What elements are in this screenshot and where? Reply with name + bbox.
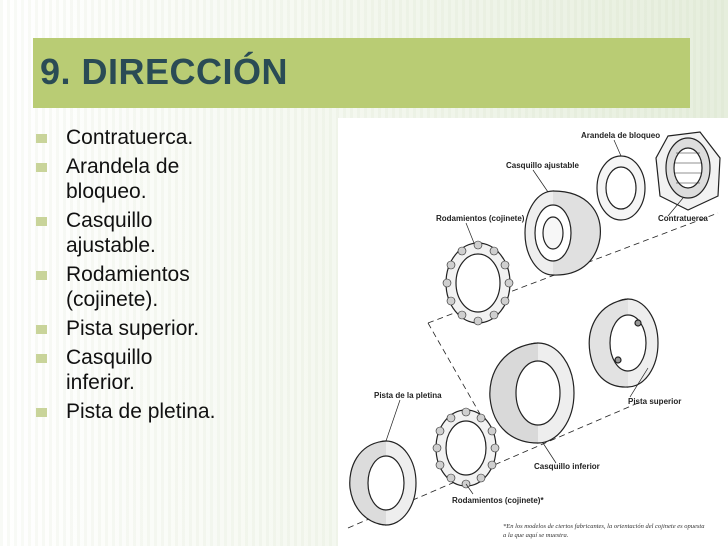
bullet-item: Pista superior.: [30, 316, 330, 341]
bullet-square-icon: [36, 134, 47, 143]
title-bar: [33, 38, 690, 108]
bullet-item: Rodamientos (cojinete).: [30, 262, 286, 312]
steering-headset-diagram: Arandela de bloqueo Casquillo ajustable …: [338, 118, 728, 546]
axis-line: [427, 322, 489, 429]
bullet-square-icon: [36, 354, 47, 363]
casquillo-inferior-part: [489, 342, 575, 444]
contratuerca-part: [655, 131, 721, 211]
bullet-item: Casquillo ajustable.: [30, 208, 226, 258]
label-casquillo-inferior: Casquillo inferior: [534, 462, 600, 471]
bullet-text: Contratuerca.: [66, 126, 194, 149]
bullet-text: Rodamientos (cojinete).: [66, 263, 190, 311]
bullet-text: Pista de pletina.: [66, 400, 216, 423]
bullet-square-icon: [36, 271, 47, 280]
bullet-item: Arandela de bloqueo.: [30, 154, 226, 204]
footnote-line-2: a la que aquí se muestra.: [503, 532, 569, 539]
bullet-square-icon: [36, 217, 47, 226]
label-pista-pletina: Pista de la pletina: [374, 391, 442, 400]
bullet-square-icon: [36, 163, 47, 172]
footnote-line-1: *En los modelos de ciertos fabricantes, …: [503, 523, 704, 530]
bullet-text: Casquillo ajustable.: [66, 209, 156, 257]
casquillo-ajustable-part: [524, 190, 601, 276]
rodamientos-top-part: [442, 240, 514, 326]
bullet-square-icon: [36, 325, 47, 334]
rodamientos-bottom-part: [432, 407, 500, 489]
bullet-text: Pista superior.: [66, 317, 200, 340]
label-pista-superior: Pista superior: [628, 397, 681, 406]
label-arandela: Arandela de bloqueo: [581, 131, 660, 140]
bullet-text: Casquillo inferior.: [66, 346, 153, 394]
bullet-item: Contratuerca.: [30, 125, 330, 150]
label-rodamientos-bottom: Rodamientos (cojinete)*: [452, 496, 544, 505]
exploded-view-drawing: Arandela de bloqueo Casquillo ajustable …: [347, 131, 721, 539]
bullet-text: Arandela de bloqueo.: [66, 155, 180, 203]
pista-pletina-part: [349, 440, 417, 526]
bullet-square-icon: [36, 408, 47, 417]
pista-superior-part: [588, 298, 659, 388]
label-casquillo-ajustable: Casquillo ajustable: [506, 161, 579, 170]
arandela-part: [596, 155, 646, 221]
slide-title: 9. DIRECCIÓN: [40, 51, 289, 92]
label-contratuerca: Contratuerca: [658, 214, 708, 223]
bullet-list: Contratuerca. Arandela de bloqueo. Casqu…: [30, 125, 330, 428]
label-rodamientos-top: Rodamientos (cojinete): [436, 214, 525, 223]
bullet-item: Pista de pletina.: [30, 399, 330, 424]
bullet-item: Casquillo inferior.: [30, 345, 226, 395]
